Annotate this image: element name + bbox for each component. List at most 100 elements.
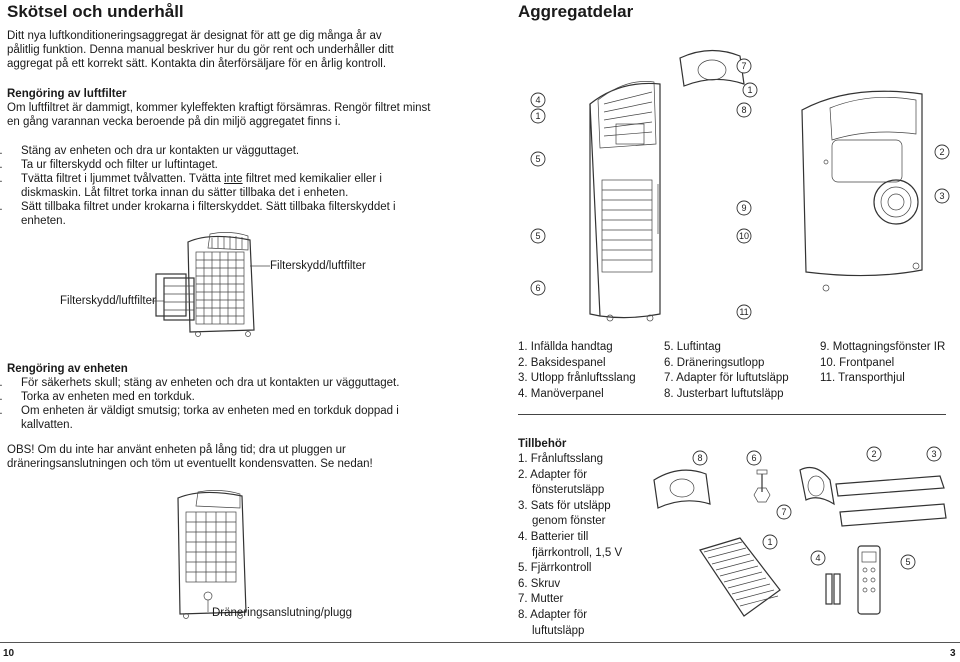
svg-text:5: 5 bbox=[535, 154, 540, 164]
part-item: 3. Utlopp frånluftsslang bbox=[518, 372, 636, 384]
callout-9: 9 bbox=[736, 200, 752, 216]
accessory-item: 4. Batterier till bbox=[518, 530, 589, 543]
svg-text:3: 3 bbox=[931, 449, 936, 459]
filter-step: 2.Ta ur filterskydd och filter ur luftin… bbox=[0, 159, 218, 171]
callout-3: 3 bbox=[934, 188, 950, 204]
callout-3: 3 bbox=[926, 446, 942, 462]
callout-2: 2 bbox=[866, 446, 882, 462]
accessory-item: 6. Skruv bbox=[518, 577, 561, 590]
part-item: 1. Infällda handtag bbox=[518, 341, 613, 353]
filter-leader-line bbox=[152, 300, 164, 302]
accessory-item: genom fönster bbox=[532, 515, 606, 528]
callout-2: 2 bbox=[934, 144, 950, 160]
filter-step: 3.Tvätta filtret i ljummet tvålvatten. T… bbox=[0, 173, 382, 199]
callout-4: 4 bbox=[530, 92, 546, 108]
accessory-item: 7. Mutter bbox=[518, 593, 564, 606]
filter-heading: Rengöring av luftfilter bbox=[7, 88, 127, 100]
filter-step: 1.Stäng av enheten och dra ur kontakten … bbox=[0, 145, 300, 157]
callout-5: 5 bbox=[900, 554, 916, 570]
part-item: 9. Mottagningsfönster IR bbox=[820, 341, 946, 353]
accessory-item: 1. Frånluftsslang bbox=[518, 453, 604, 465]
accessory-item: 5. Fjärrkontroll bbox=[518, 562, 592, 575]
filter-label-2: Filterskydd/luftfilter bbox=[60, 295, 156, 307]
section-divider bbox=[518, 414, 946, 415]
accessories-heading: Tillbehör bbox=[518, 438, 567, 450]
accessories-list: 1. Frånluftsslang 2. Adapter för fönster… bbox=[518, 452, 622, 639]
callout-1: 1 bbox=[762, 534, 778, 550]
unit-cleaning-heading: Rengöring av enheten bbox=[7, 363, 128, 375]
filter-label-1: Filterskydd/luftfilter bbox=[270, 260, 366, 272]
unit-step: 3.Om enheten är väldigt smutsig; torka a… bbox=[0, 405, 399, 431]
obs-note: OBS! Om du inte har använt enheten på lå… bbox=[7, 444, 373, 470]
part-item: 7. Adapter för luftutsläpp bbox=[664, 372, 789, 384]
part-item: 11. Transporthjul bbox=[820, 372, 905, 384]
drain-label: Dräneringsanslutning/plugg bbox=[212, 607, 353, 619]
callout-5: 5 bbox=[530, 228, 546, 244]
svg-text:8: 8 bbox=[697, 453, 702, 463]
accessory-item: fönsterutsläpp bbox=[532, 484, 605, 497]
intro-paragraph: Ditt nya luftkonditioneringsaggregat är … bbox=[7, 30, 394, 70]
accessory-callouts-layer: 8 6 2 3 7 1 4 5 bbox=[692, 446, 942, 570]
callout-10: 10 bbox=[736, 228, 752, 244]
callout-5: 5 bbox=[530, 151, 546, 167]
accessory-item: 3. Sats för utsläpp bbox=[518, 499, 611, 512]
callout-4: 4 bbox=[810, 550, 826, 566]
parts-column-1: 1. Infällda handtag 2. Baksidespanel 3. … bbox=[518, 340, 636, 402]
svg-text:1: 1 bbox=[535, 111, 540, 121]
svg-text:6: 6 bbox=[751, 453, 756, 463]
right-page-number: 3 bbox=[950, 648, 956, 659]
callout-11: 11 bbox=[736, 304, 752, 320]
filter-paragraph: Om luftfiltret är dammigt, kommer kyleff… bbox=[7, 102, 431, 128]
parts-column-2: 5. Luftintag 6. Dräneringsutlopp 7. Adap… bbox=[664, 340, 789, 402]
accessory-item: fjärrkontroll, 1,5 V bbox=[532, 546, 623, 559]
callout-7: 7 bbox=[776, 504, 792, 520]
callout-1: 1 bbox=[530, 108, 546, 124]
accessory-item: 2. Adapter för bbox=[518, 468, 588, 481]
part-item: 8. Justerbart luftutsläpp bbox=[664, 387, 784, 400]
unit-steps-list: 1.För säkerhets skull; stäng av enheten … bbox=[0, 376, 417, 432]
svg-text:10: 10 bbox=[739, 231, 749, 241]
part-item: 10. Frontpanel bbox=[820, 356, 895, 369]
filter-steps-list: 1.Stäng av enheten och dra ur kontakten … bbox=[0, 144, 407, 228]
svg-text:4: 4 bbox=[535, 95, 540, 105]
left-page-title: Skötsel och underhåll bbox=[7, 2, 184, 21]
svg-text:5: 5 bbox=[535, 231, 540, 241]
accessories-illustration bbox=[653, 467, 947, 617]
svg-text:7: 7 bbox=[781, 507, 786, 517]
svg-text:3: 3 bbox=[939, 191, 944, 201]
accessory-item: luftutsläpp bbox=[532, 624, 585, 637]
svg-text:4: 4 bbox=[815, 553, 820, 563]
left-page-number: 10 bbox=[3, 648, 15, 659]
callout-1: 1 bbox=[742, 82, 758, 98]
callout-8: 8 bbox=[692, 450, 708, 466]
part-item: 5. Luftintag bbox=[664, 341, 721, 353]
svg-text:2: 2 bbox=[871, 449, 876, 459]
part-item: 4. Manöverpanel bbox=[518, 387, 604, 400]
unit-step: 2.Torka av enheten med en torkduk. bbox=[0, 391, 195, 403]
right-page-title: Aggregatdelar bbox=[518, 2, 634, 21]
filter-illustration bbox=[155, 232, 270, 337]
svg-text:6: 6 bbox=[535, 283, 540, 293]
part-item: 6. Dräneringsutlopp bbox=[664, 356, 765, 369]
svg-text:7: 7 bbox=[741, 61, 746, 71]
accessory-item: 8. Adapter för bbox=[518, 608, 588, 621]
svg-text:5: 5 bbox=[905, 557, 910, 567]
part-item: 2. Baksidespanel bbox=[518, 356, 606, 369]
filter-step: 4.Sätt tillbaka filtret under krokarna i… bbox=[0, 201, 396, 227]
svg-text:2: 2 bbox=[939, 147, 944, 157]
callout-8: 8 bbox=[736, 102, 752, 118]
svg-text:9: 9 bbox=[741, 203, 746, 213]
parts-column-3: 9. Mottagningsfönster IR 10. Frontpanel … bbox=[820, 340, 945, 387]
callout-6: 6 bbox=[746, 450, 762, 466]
svg-text:11: 11 bbox=[739, 307, 748, 317]
svg-text:1: 1 bbox=[767, 537, 772, 547]
unit-step: 1.För säkerhets skull; stäng av enheten … bbox=[0, 377, 400, 389]
callout-7: 7 bbox=[736, 58, 752, 74]
callout-6: 6 bbox=[530, 280, 546, 296]
product-illustration bbox=[589, 49, 923, 322]
svg-text:1: 1 bbox=[747, 85, 752, 95]
svg-text:8: 8 bbox=[741, 105, 746, 115]
page-footer-rule bbox=[0, 642, 960, 643]
drain-illustration bbox=[177, 490, 247, 619]
